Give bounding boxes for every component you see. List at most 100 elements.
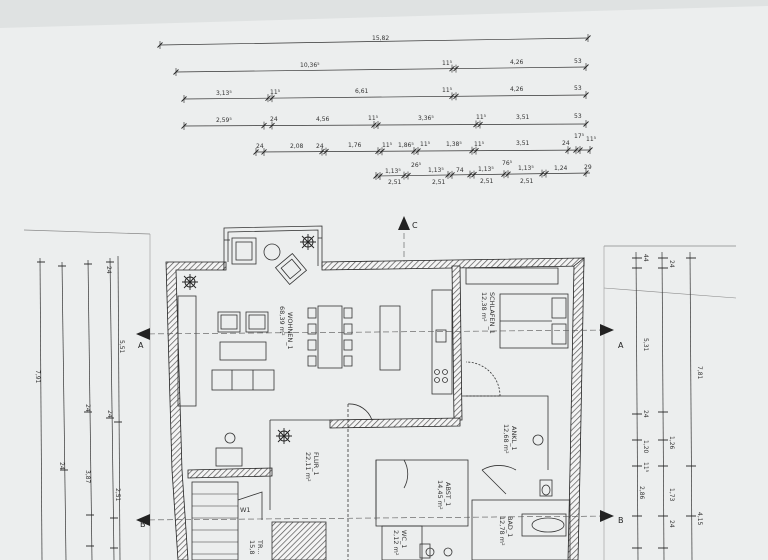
dim-11-5-e: 11⁵ bbox=[476, 114, 487, 121]
right-dim-1-26: 1,26 bbox=[668, 436, 675, 450]
sofa bbox=[211, 369, 275, 391]
dim-line-5 bbox=[255, 149, 591, 153]
wall-east bbox=[567, 257, 585, 560]
right-dim-24-c: 24 bbox=[668, 520, 675, 528]
dim-line-2 bbox=[175, 66, 587, 73]
room-flur-area: 22,11 m² bbox=[304, 452, 312, 482]
tv-bench bbox=[215, 447, 243, 467]
wall-interior-kitchen bbox=[451, 265, 463, 421]
dim-4-26-b: 4,26 bbox=[510, 86, 524, 93]
ankl-lamp bbox=[532, 434, 544, 446]
right-dim-v3 bbox=[689, 251, 693, 560]
dim-line-1 bbox=[159, 37, 589, 46]
dim-2-51-b: 2,51 bbox=[432, 179, 446, 186]
room-abst-name: ABST_1 bbox=[444, 482, 452, 506]
right-dim-24-b: 24 bbox=[668, 260, 675, 268]
room-wohnen-name: WOHNEN_1 bbox=[286, 312, 294, 350]
right-dim-1-20: 1,20 bbox=[642, 440, 649, 454]
wall-interior-south bbox=[187, 467, 273, 479]
room-abst-area: 14,45 m² bbox=[436, 480, 444, 510]
room-wc-area: 2,12 m² bbox=[392, 530, 400, 556]
dim-3-51-a: 3,51 bbox=[516, 114, 530, 121]
dim-3-13: 3,13⁵ bbox=[216, 90, 232, 97]
wall-interior-flur bbox=[329, 417, 461, 429]
sideboard bbox=[177, 295, 197, 407]
flur-door bbox=[347, 403, 373, 421]
armchair-1 bbox=[217, 311, 241, 333]
section-a-left-label: A bbox=[138, 341, 144, 350]
section-markers: A A B B C bbox=[136, 216, 624, 529]
exterior-walls bbox=[165, 257, 585, 560]
room-wohnen-area: 68,39 m² bbox=[278, 306, 286, 336]
dim-11-5-g: 11⁵ bbox=[420, 141, 431, 148]
bay-table bbox=[263, 243, 281, 261]
right-dim-5-31: 5,31 bbox=[642, 338, 649, 352]
dim-line-3 bbox=[183, 94, 587, 100]
dim-74: 74 bbox=[456, 167, 464, 174]
left-dimension-block: 24 7,91 24 5,51 24 3,87 24 2,51 bbox=[23, 229, 151, 560]
right-dim-1-73: 1,73 bbox=[668, 488, 675, 502]
room-bad-area: 12,78 m² bbox=[498, 516, 506, 546]
dim-11-5-d: 11⁵ bbox=[368, 115, 379, 122]
left-dim-v3 bbox=[87, 259, 93, 560]
left-dim-2-51: 2,51 bbox=[114, 488, 121, 502]
section-lines bbox=[139, 224, 613, 521]
left-dim-24-d: 24 bbox=[58, 462, 65, 470]
room-bad-name: BAD_1 bbox=[506, 516, 514, 537]
dim-10-36: 10,36⁵ bbox=[300, 62, 320, 69]
dim-1-38: 1,38⁵ bbox=[446, 141, 462, 148]
left-dim-v5 bbox=[117, 255, 121, 560]
room-tr-area: 15,8 bbox=[248, 540, 256, 554]
dim-29: 29 bbox=[584, 164, 592, 171]
left-dim-5-51: 5,51 bbox=[118, 340, 125, 354]
ankl-door bbox=[481, 465, 517, 495]
dim-2-51-c: 2,51 bbox=[480, 178, 494, 185]
room-labels: WOHNEN_1 68,39 m² SCHLAFEN_1 12,38 m² AN… bbox=[240, 292, 518, 556]
left-dim-24-c: 24 bbox=[106, 410, 113, 418]
dim-24-a: 24 bbox=[270, 116, 278, 123]
left-dim-v2 bbox=[61, 261, 67, 560]
section-c-label: C bbox=[412, 221, 418, 230]
dining-table bbox=[317, 305, 343, 369]
left-dim-24-a: 24 bbox=[105, 266, 112, 274]
room-wc-name: WC_1 bbox=[400, 530, 408, 548]
wc-toilet bbox=[419, 543, 431, 559]
plant-icons bbox=[182, 234, 316, 444]
right-dim-7-81: 7,81 bbox=[696, 366, 703, 380]
interior-lines bbox=[191, 395, 571, 560]
section-marker-b-right bbox=[600, 510, 614, 522]
armchair-2 bbox=[245, 311, 269, 333]
bay-outline bbox=[223, 225, 323, 268]
dim-11-5-b: 11⁵ bbox=[270, 89, 281, 96]
bay-window bbox=[223, 225, 323, 286]
right-dimension-block: 44 5,31 24 1,20 11⁵ 24 1,26 2,86 24 7,81… bbox=[603, 245, 737, 560]
left-dim-3-87: 3,87 bbox=[84, 470, 91, 484]
right-dim-2-86: 2,86 bbox=[638, 486, 645, 500]
dim-11-5-a: 11⁵ bbox=[442, 60, 453, 67]
dim-6-61: 6,61 bbox=[355, 88, 369, 95]
bathtub bbox=[521, 513, 567, 537]
bad-room bbox=[471, 499, 571, 560]
kitchen-counter bbox=[431, 289, 453, 395]
bay-armchair bbox=[231, 237, 257, 265]
section-a-right-label: A bbox=[618, 341, 624, 350]
dim-11-5-c: 11⁵ bbox=[442, 87, 453, 94]
plant-icon-living bbox=[182, 274, 198, 290]
section-marker-a-right bbox=[600, 324, 614, 336]
dim-24-d: 24 bbox=[562, 140, 570, 147]
room-flur-name: FLUR_1 bbox=[312, 452, 320, 476]
dim-1-24: 1,24 bbox=[554, 165, 568, 172]
room-ankl-name: ANKL_1 bbox=[510, 426, 518, 451]
left-dim-v4 bbox=[109, 257, 115, 560]
bay-armchair-rotated bbox=[274, 252, 308, 286]
dim-11-5-f: 11⁵ bbox=[382, 142, 393, 149]
dim-2-51-a: 2,51 bbox=[388, 179, 402, 186]
dim-1-13-a: 1,13⁵ bbox=[385, 168, 401, 175]
dim-1-13-b: 1,13⁵ bbox=[428, 167, 444, 174]
room-schlafen-area: 12,38 m² bbox=[480, 292, 488, 322]
wall-north-living bbox=[223, 261, 227, 271]
right-dim-24-a: 24 bbox=[642, 410, 649, 418]
dim-1-86: 1,86⁵ bbox=[398, 142, 414, 149]
